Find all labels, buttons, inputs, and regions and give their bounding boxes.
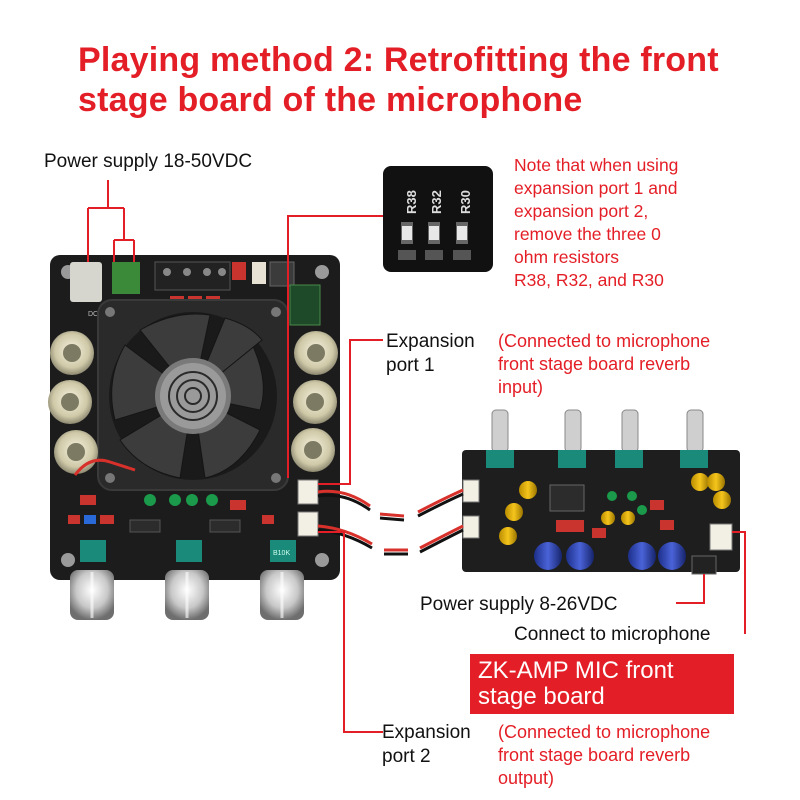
expansion-port-2-line2: port 2 — [382, 746, 431, 767]
resistor-label-r32: R32 — [429, 190, 444, 214]
capacitors-left — [48, 331, 98, 474]
connect-to-microphone-label: Connect to microphone — [514, 624, 711, 645]
expansion-port-1-line2: port 1 — [386, 355, 435, 376]
expansion-port-2-line1: Expansion — [382, 722, 471, 743]
product-name-box: ZK-AMP MIC front stage board — [470, 654, 734, 714]
resistor-note-line: ohm resistors — [514, 247, 620, 267]
pointer-lines — [287, 215, 746, 733]
power-terminal — [112, 262, 140, 294]
power-supply-mic-label: Power supply 8-26VDC — [420, 594, 618, 615]
exp2-note-line: front stage board reverb — [498, 745, 691, 765]
resistor-note-line: remove the three 0 — [514, 224, 661, 244]
expansion-port-1-label: Expansion port 1 — [386, 330, 475, 378]
resistor-label-r30: R30 — [458, 190, 473, 214]
pot-base-3 — [270, 540, 296, 562]
exp2-note-line: output) — [498, 768, 555, 788]
exp1-note-line: input) — [498, 377, 544, 397]
pot-label: B10K — [273, 550, 290, 557]
dc-jack — [70, 262, 102, 302]
mic-board-knobs — [486, 409, 708, 468]
volume-knobs — [70, 570, 304, 620]
pot-base-1 — [80, 540, 106, 562]
amplifier-board: DC 18-50V — [48, 255, 340, 620]
page-title: Playing method 2: Retrofitting the front… — [78, 40, 778, 120]
product-name-line2: stage board — [478, 683, 605, 710]
resistor-label-r38: R38 — [404, 190, 419, 214]
expansion-port-2-note: (Connected to microphone front stage boa… — [498, 721, 710, 790]
mic-connector — [709, 523, 733, 551]
resistor-note-line: Note that when using — [514, 155, 679, 175]
exp1-note-line: front stage board reverb — [498, 354, 691, 374]
exp2-note-line: (Connected to microphone — [498, 722, 711, 742]
title-line-2: stage board of the microphone — [78, 81, 583, 119]
resistor-note-line: expansion port 2, — [514, 201, 649, 221]
power-bracket — [87, 180, 135, 262]
exp1-note-line: (Connected to microphone — [498, 331, 711, 351]
resistor-zoom: R38 R32 R30 — [383, 166, 493, 272]
capacitors-right — [291, 331, 338, 472]
cooling-fan — [97, 299, 289, 491]
bluetooth-module — [289, 284, 321, 326]
pot-base-2 — [176, 540, 202, 562]
expansion-port-2-connector — [297, 511, 319, 537]
resistor-note: Note that when using expansion port 1 an… — [514, 154, 678, 292]
title-line-1: Playing method 2: Retrofitting the front — [78, 41, 719, 79]
expansion-port-1-note: (Connected to microphone front stage boa… — [498, 330, 710, 399]
product-name-line1: ZK-AMP MIC front — [478, 657, 674, 684]
mic-front-stage-board — [462, 409, 740, 575]
expansion-port-2-label: Expansion port 2 — [382, 721, 471, 769]
mic-power-terminal — [691, 555, 717, 575]
expansion-port-1-connector — [297, 479, 319, 505]
resistor-note-line: expansion port 1 and — [514, 178, 678, 198]
power-supply-main-label: Power supply 18-50VDC — [44, 151, 253, 172]
expansion-port-1-line1: Expansion — [386, 331, 475, 352]
resistor-note-line: R38, R32, and R30 — [514, 270, 664, 290]
